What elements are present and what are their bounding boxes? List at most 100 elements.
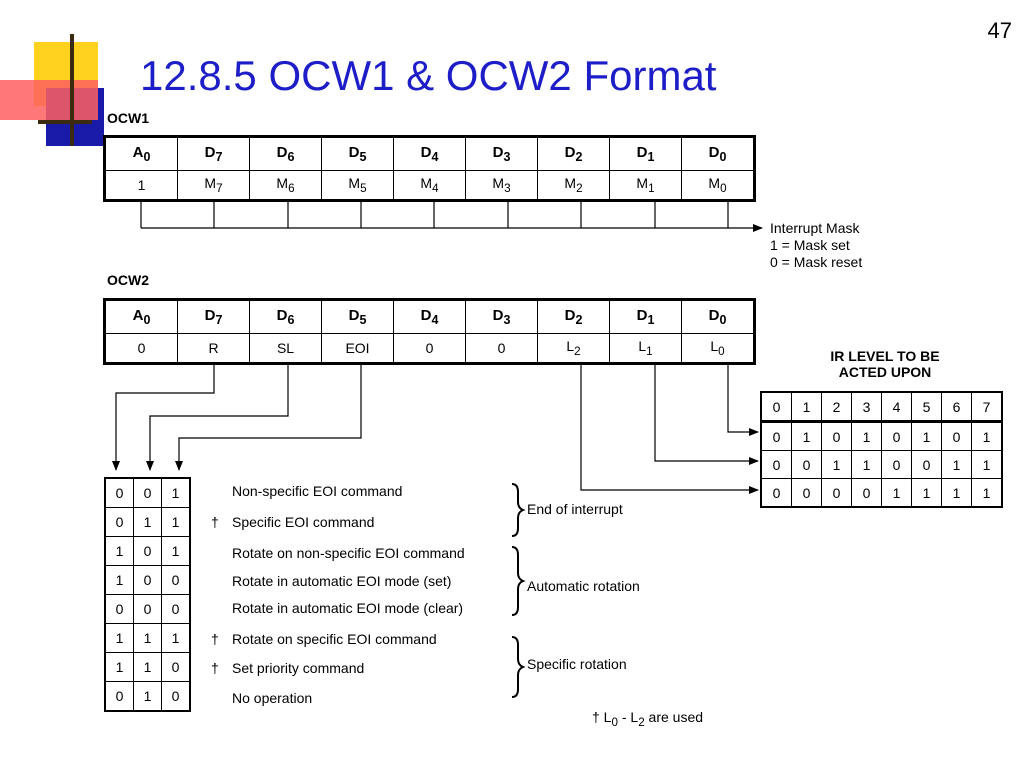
ir-cell: 1 xyxy=(971,450,1003,479)
bit-cell: 1 xyxy=(104,623,134,653)
bit-cell: 0 xyxy=(104,681,134,712)
dagger-mark: † xyxy=(211,631,219,647)
ocw2-value-eoi: EOI xyxy=(321,333,394,365)
ir-cell: 4 xyxy=(881,391,912,423)
ir-cell: 0 xyxy=(881,421,912,451)
command-text: Non-specific EOI command xyxy=(232,483,403,499)
ir-cell: 0 xyxy=(851,478,882,508)
ocw2-value-l1: L1 xyxy=(609,333,682,365)
command-text: Rotate on specific EOI command xyxy=(232,631,437,647)
ir-cell: 0 xyxy=(911,450,942,479)
brace-end-of-interrupt xyxy=(511,483,526,537)
ocw1-header-d3: D3 xyxy=(465,135,538,171)
brace-specific-rotation xyxy=(511,636,526,698)
command-text: No operation xyxy=(232,690,313,706)
l2-wire xyxy=(580,365,759,494)
ir-cell: 1 xyxy=(851,450,882,479)
ir-cell: 1 xyxy=(911,478,942,508)
ocw2-value-l2: L2 xyxy=(537,333,610,365)
ir-cell: 0 xyxy=(760,478,792,508)
ocw1-register-table: A0 D7 D6 D5 D4 D3 D2 D1 D0 1 M7 M6 M5 M4… xyxy=(103,135,756,202)
group-automatic-rotation: Automatic rotation xyxy=(527,578,640,594)
ocw1-value-m0: M0 xyxy=(681,170,756,202)
footnote: † L0 - L2 are used xyxy=(592,709,704,729)
ir-cell: 0 xyxy=(760,450,792,479)
ocw1-value-m5: M5 xyxy=(321,170,394,202)
ir-cell: 1 xyxy=(821,450,852,479)
ocw2-value-r: R xyxy=(177,333,250,365)
ir-cell: 1 xyxy=(881,478,912,508)
bit-cell: 0 xyxy=(161,652,191,682)
dagger-mark: † xyxy=(211,514,219,530)
ir-cell: 0 xyxy=(941,421,972,451)
bit-cell: 0 xyxy=(161,681,191,712)
dagger-mark: † xyxy=(211,660,219,676)
group-specific-rotation: Specific rotation xyxy=(527,656,627,672)
bit-cell: 0 xyxy=(133,536,162,566)
ocw1-value-m4: M4 xyxy=(393,170,466,202)
ocw2-value-d4: 0 xyxy=(393,333,466,365)
ocw1-header-d0: D0 xyxy=(681,135,756,171)
ocw2-header-d2: D2 xyxy=(537,298,610,334)
bit-cell: 1 xyxy=(104,565,134,595)
command-text: Set priority command xyxy=(232,660,365,676)
ocw1-value-m7: M7 xyxy=(177,170,250,202)
ocw1-value-m1: M1 xyxy=(609,170,682,202)
ir-cell: 7 xyxy=(971,391,1003,423)
command-text: Rotate in automatic EOI mode (set) xyxy=(232,573,452,589)
ir-cell: 0 xyxy=(821,478,852,508)
ocw2-label: OCW2 xyxy=(107,272,149,288)
group-end-of-interrupt: End of interrupt xyxy=(527,501,623,517)
ocw2-header-d6: D6 xyxy=(249,298,322,334)
l1-wire xyxy=(654,365,759,465)
ir-cell: 3 xyxy=(851,391,882,423)
ir-cell: 1 xyxy=(911,421,942,451)
r-wire xyxy=(112,365,215,471)
bit-cell: 1 xyxy=(133,507,162,537)
ocw2-header-d5: D5 xyxy=(321,298,394,334)
ir-cell: 1 xyxy=(971,478,1003,508)
bit-cell: 0 xyxy=(133,565,162,595)
ocw2-header-d1: D1 xyxy=(609,298,682,334)
ir-cell: 1 xyxy=(941,450,972,479)
ocw1-header-d1: D1 xyxy=(609,135,682,171)
command-text: Rotate in automatic EOI mode (clear) xyxy=(232,600,464,616)
ocw1-header-d2: D2 xyxy=(537,135,610,171)
bit-cell: 1 xyxy=(133,681,162,712)
bit-cell: 0 xyxy=(161,565,191,595)
ir-cell: 0 xyxy=(791,478,822,508)
interrupt-mask-note: Interrupt Mask 1 = Mask set 0 = Mask res… xyxy=(770,220,863,270)
ocw2-register-table: A0 D7 D6 D5 D4 D3 D2 D1 D0 0 R SL EOI 0 … xyxy=(103,298,756,365)
bit-cell: 1 xyxy=(161,536,191,566)
ocw1-header-d6: D6 xyxy=(249,135,322,171)
bit-cell: 1 xyxy=(161,507,191,537)
ir-cell: 0 xyxy=(760,391,792,423)
ir-cell: 1 xyxy=(941,478,972,508)
command-text: Specific EOI command xyxy=(232,514,375,530)
command-text: Rotate on non-specific EOI command xyxy=(232,545,465,561)
ocw1-value-a0: 1 xyxy=(103,170,178,202)
ir-cell: 1 xyxy=(851,421,882,451)
ir-cell: 2 xyxy=(821,391,852,423)
ocw1-label: OCW1 xyxy=(107,110,149,126)
brace-automatic-rotation xyxy=(511,546,526,616)
ocw2-value-d3: 0 xyxy=(465,333,538,365)
ir-level-title: IR LEVEL TO BE ACTED UPON xyxy=(830,348,940,380)
slide-title: 12.8.5 OCW1 & OCW2 Format xyxy=(140,52,717,99)
ocw2-value-l0: L0 xyxy=(681,333,756,365)
ocw2-header-a0: A0 xyxy=(103,298,178,334)
